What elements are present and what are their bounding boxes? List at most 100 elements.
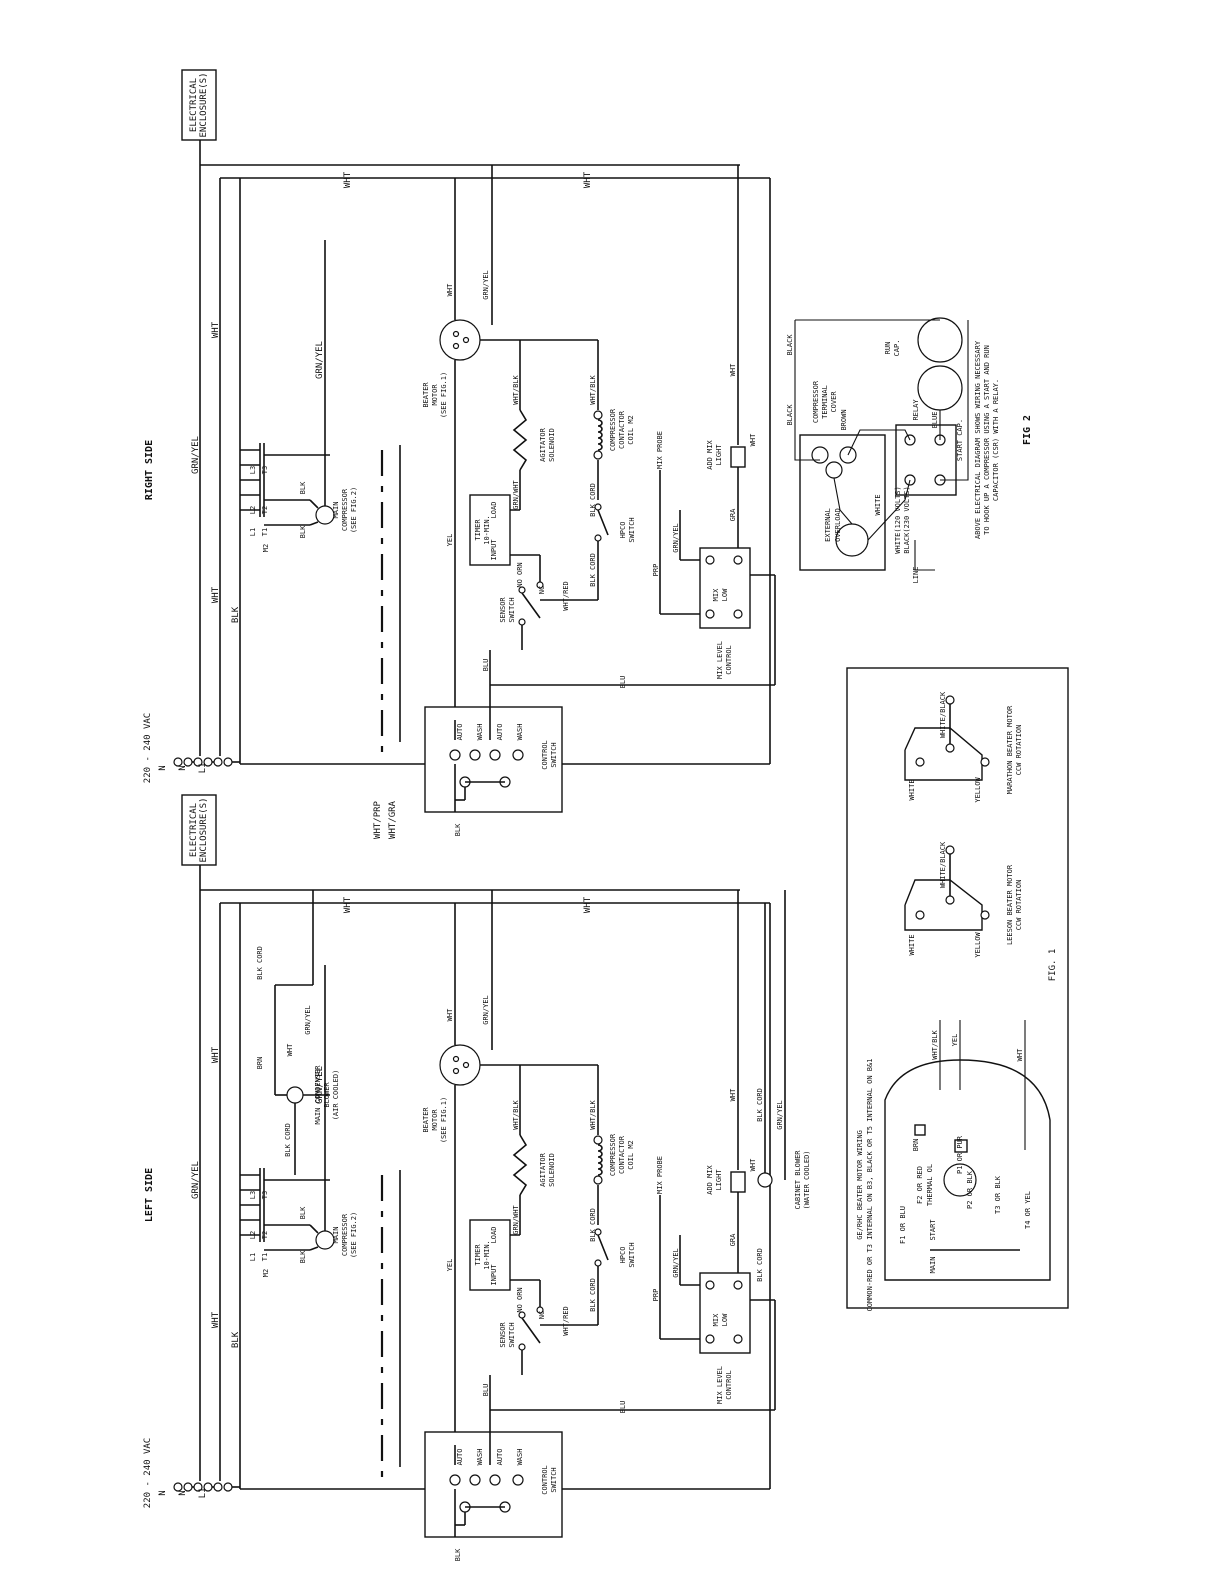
wire-label-wht: WHT: [446, 283, 454, 296]
wire-label-wht-red: WHT/RED: [562, 581, 570, 611]
terminal-2: [733, 609, 743, 619]
terminal: [980, 757, 990, 767]
terminal: [462, 336, 470, 344]
compressor-contactor-label-line: COIL M2: [627, 1140, 635, 1170]
fig2-label: WHITE: [874, 494, 882, 515]
terminal: [452, 1055, 460, 1063]
mix-low-label-line: MIX: [712, 588, 720, 601]
wire-label-wht: WHT: [749, 433, 757, 446]
fig1-title: FIG. 1: [1048, 949, 1058, 982]
supply-ground-label: N: [158, 1490, 168, 1495]
wire-label-wht: WHT: [446, 1008, 454, 1021]
wire-label-blu: BLU: [619, 676, 627, 689]
terminal: [462, 1061, 470, 1069]
wire-label-blk: BLK: [231, 1331, 241, 1348]
switch-contact: [489, 749, 501, 761]
wire-label-nc: NC: [538, 586, 546, 594]
hpco-switch-label-line: SWITCH: [628, 1242, 636, 1267]
wire-label-wht-blk: WHT/BLK: [512, 374, 520, 404]
wire-label-grn-yel: GRN/YEL: [776, 1100, 784, 1130]
wire-label-wht: WHT: [729, 363, 737, 376]
compressor-lead: [309, 1224, 319, 1234]
fig2-label: BLACK(230 VOLTS): [903, 486, 911, 553]
terminal: [945, 895, 955, 905]
contactor-term-label: T3: [261, 466, 269, 474]
switch-contact: [469, 749, 481, 761]
ge-title-line: COMMON-RED OR T3 INTERNAL ON B3, BLACK O…: [866, 1059, 874, 1312]
mix-low-label-line: MIX: [712, 1313, 720, 1326]
terminal: [945, 845, 955, 855]
supply-ground: N: [158, 1482, 200, 1496]
beater-motor-symbol: [439, 319, 481, 361]
wire-label-prp: PRP: [652, 1289, 660, 1302]
black-wire: [833, 477, 853, 525]
switch-contact: [512, 749, 524, 761]
supply-l1-label: L1: [198, 763, 208, 774]
compressor-contactor-label-line: CONTACTOR: [618, 1135, 626, 1174]
enclosure-label-line: ENCLOSURE(S): [199, 72, 209, 137]
supply-n: N: [178, 757, 220, 771]
wire-label-yel: YEL: [446, 534, 454, 547]
terminal: [193, 1482, 203, 1492]
ge-label: BRN: [912, 1139, 920, 1152]
terminal: [452, 342, 460, 350]
fig2-note-line: ABOVE ELECTRICAL DIAGRAM SHOWS WIRING NE…: [974, 340, 982, 539]
wire-label-grn-yel: GRN/YEL: [315, 1066, 325, 1104]
leeson-title-line: LEESON BEATER MOTOR: [1006, 864, 1014, 945]
light-box: [730, 446, 746, 468]
fig2-label-black: BLACK: [786, 334, 794, 356]
terminal-1: [733, 555, 743, 565]
wire-label-grn-yel: GRN/YEL: [191, 1161, 201, 1199]
relay-wire: [940, 320, 969, 481]
terminal: [945, 743, 955, 753]
compressor-contactor-label-line: COMPRESSOR: [609, 408, 617, 451]
sensor-switch-label-line: SWITCH: [508, 597, 516, 622]
condenser-blower-label-line: MAIN CONDENSER: [314, 1065, 322, 1125]
ge-terminal: [914, 1124, 926, 1136]
terminal: [183, 757, 193, 767]
terminal: [915, 757, 925, 767]
enclosure-rect: [181, 794, 217, 866]
motor-outline: [904, 879, 983, 931]
ge-label: WHT: [1016, 1048, 1024, 1061]
timer-label-line: 10-MIN.: [483, 1240, 491, 1270]
wire-label-grn-yel: GRN/YEL: [482, 270, 490, 300]
fig2-label: RELAY: [912, 399, 920, 421]
fig2-title: FIG 2: [1022, 415, 1033, 445]
ge-label: WHT/BLK: [931, 1029, 939, 1059]
wire-label-blk: BLK: [299, 1250, 307, 1263]
wire-label-blk-cord: BLK CORD: [589, 1278, 597, 1312]
marathon-title-line: CCW ROTATION: [1015, 725, 1023, 776]
wire-label-grn-yel: GRN/YEL: [672, 1248, 680, 1278]
wire-label-wht-blk: WHT/BLK: [589, 1099, 597, 1129]
wire-label-blk-cord: BLK CORD: [589, 1208, 597, 1242]
add-mix-light-label-line: LIGHT: [715, 1169, 723, 1191]
fig2-label: BLACK: [786, 404, 794, 426]
condenser-blower-label-line: BLOWER: [323, 1082, 331, 1108]
contactor-term-label: L1: [249, 1253, 257, 1261]
hpco-switch-label-line: SWITCH: [628, 517, 636, 542]
supply-n-label: N: [178, 1490, 188, 1495]
agitator-solenoid-coil: [512, 409, 528, 471]
timer-box: [469, 1219, 511, 1291]
contactor-term-label: T2: [261, 1231, 269, 1239]
timer-label-line: TIMER: [474, 519, 482, 541]
beater-motor-label-line: (SEE FIG.1): [440, 1097, 448, 1143]
